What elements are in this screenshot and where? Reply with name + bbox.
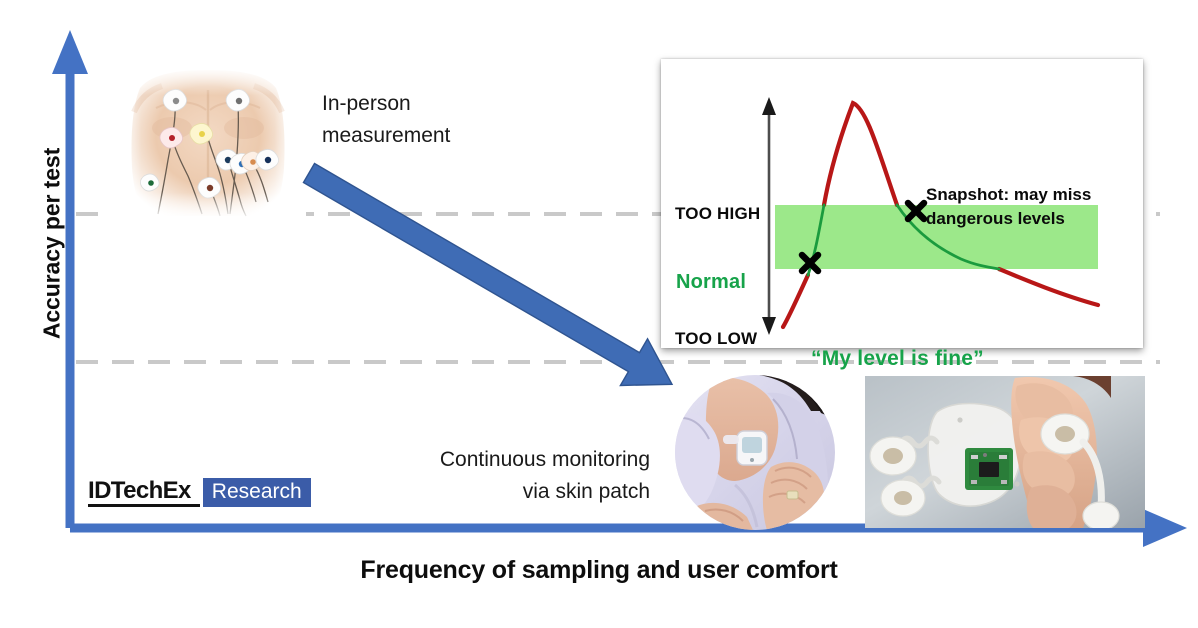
curve-too-low-end: [996, 266, 1101, 308]
continuous-line-2: via skin patch: [522, 480, 650, 503]
curve-too-low-start: [780, 272, 811, 330]
label-my-level-is-fine: “My level is fine”: [811, 347, 984, 370]
label-too-high: TOO HIGH: [675, 204, 761, 223]
electrode-pad: [1082, 501, 1120, 528]
label-continuous-monitoring: Continuous monitoring via skin patch: [368, 444, 650, 508]
continuous-line-1: Continuous monitoring: [439, 448, 650, 471]
pcb-module: [965, 448, 1013, 490]
logo-wordmark: IDTechEx: [88, 478, 200, 507]
label-snapshot-note: Snapshot: may miss dangerous levels: [926, 185, 1092, 228]
label-in-person-measurement: In-person measurement: [322, 88, 450, 152]
label-too-low: TOO LOW: [675, 329, 758, 348]
logo-research-badge: Research: [202, 478, 311, 507]
flexible-patch: [869, 402, 1022, 517]
in-person-line-1: In-person: [322, 92, 411, 115]
y-axis-title: Accuracy per test: [38, 147, 65, 340]
electrode-pad: [880, 479, 926, 517]
idtechex-logo: IDTechEx Research: [88, 478, 311, 507]
skin-patch-on-chest-photo: [675, 375, 835, 530]
electrode-pad: [1040, 413, 1090, 455]
electrode-pad: [869, 436, 917, 476]
ecg-torso-photo: [110, 68, 306, 220]
x-axis-title: Frequency of sampling and user comfort: [360, 556, 838, 584]
flexible-skin-patch-photo: [865, 376, 1145, 528]
in-person-line-2: measurement: [322, 124, 451, 147]
level-axis: [762, 97, 776, 335]
curve-too-high: [821, 100, 900, 208]
chest-patch-device: [723, 430, 768, 466]
transition-arrow: [302, 162, 674, 387]
snapshot-inset-panel: TOO HIGH Normal TOO LOW “My level is fin…: [661, 59, 1143, 370]
curve-normal-falling: [895, 203, 1001, 271]
measurement-marker-low: [798, 251, 822, 275]
measurement-marker-high: [904, 199, 928, 223]
inset-chart: [762, 97, 1101, 335]
label-normal: Normal: [676, 271, 747, 293]
normal-band: [775, 205, 1098, 269]
curve-normal-rising: [806, 203, 826, 277]
